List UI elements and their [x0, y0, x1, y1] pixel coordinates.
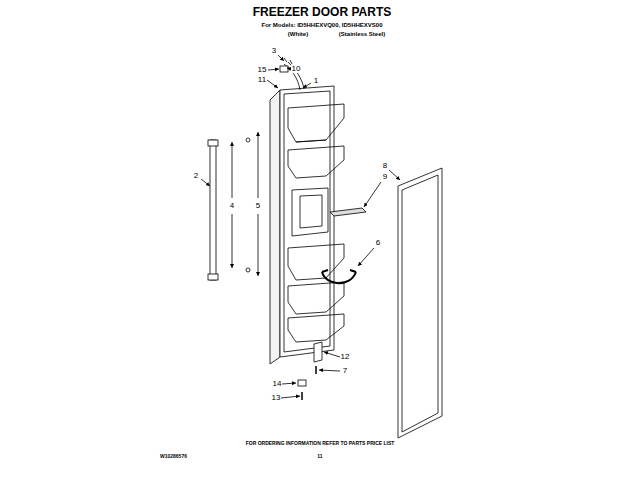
door-gasket — [398, 168, 442, 438]
callout-number: 3 — [271, 47, 277, 55]
leader-lines — [201, 55, 400, 398]
callout-number: 12 — [340, 353, 351, 361]
callout-number: 13 — [271, 394, 282, 402]
callout-number: 8 — [382, 162, 388, 170]
note-text: (White) — [288, 31, 308, 37]
note-text: For Models: ID5HHEXVQ00, ID5HHEXVS00 — [261, 22, 382, 28]
callout-number: 15 — [257, 66, 268, 74]
door-handle — [208, 138, 250, 280]
callout-number: 4 — [229, 202, 235, 210]
callout-number: 10 — [291, 65, 302, 73]
callout-number: 1 — [313, 77, 319, 85]
door-side — [270, 90, 280, 364]
note-text: (Stainless Steel) — [339, 31, 385, 37]
callout-number: 7 — [342, 367, 348, 375]
callout-number: 6 — [375, 239, 381, 247]
wire-harness — [280, 58, 304, 90]
hinge — [314, 342, 322, 362]
page-title: FREEZER DOOR PARTS — [253, 6, 391, 18]
callout-number: 9 — [382, 173, 388, 181]
screw — [301, 392, 303, 400]
note-text: FOR ORDERING INFORMATION REFER TO PARTS … — [246, 441, 395, 446]
callout-number: 14 — [272, 380, 283, 388]
door-liner — [284, 91, 330, 352]
hinge-bushing — [298, 380, 306, 386]
callout-number: 5 — [255, 202, 261, 210]
screw — [315, 366, 317, 374]
trim-strip — [330, 208, 366, 216]
callout-number: 2 — [193, 172, 199, 180]
note-text: 11 — [317, 454, 322, 459]
callout-number: 11 — [257, 76, 267, 84]
door-bins — [288, 104, 344, 342]
small-handle — [322, 270, 356, 283]
note-text: W10286576 — [160, 454, 187, 459]
